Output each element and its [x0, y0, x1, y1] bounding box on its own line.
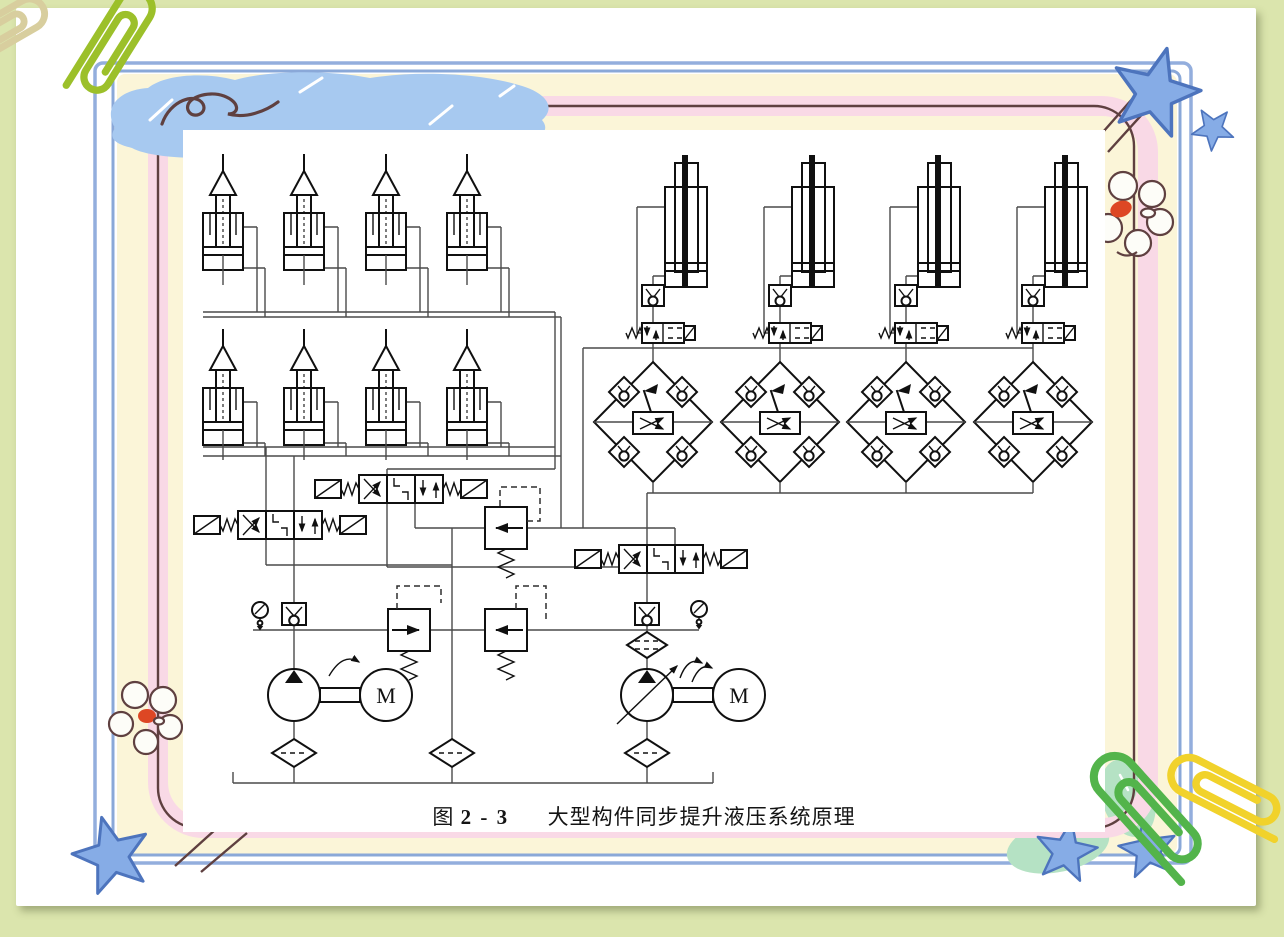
flower-right [1092, 170, 1175, 258]
lift-cylinder [446, 154, 488, 286]
relief-valve-1 [485, 486, 541, 579]
pipe-network [203, 226, 1033, 784]
lift-cylinder [283, 329, 325, 461]
relief-valve-2 [388, 585, 442, 681]
fine-filter [626, 631, 668, 659]
figure-label: 图 [432, 805, 455, 829]
check-valve-bridge [974, 362, 1092, 493]
diagram-panel: M M 图 2 - 3 大型构件同步提升液压系统原理 [183, 130, 1105, 832]
variable-pump-unit: M [616, 656, 766, 725]
relief-valve-3 [485, 585, 547, 681]
suction-filter-left [271, 738, 317, 768]
check-valve-bridge [847, 362, 965, 493]
lift-cylinder [365, 329, 407, 461]
directional-valve-c [575, 545, 747, 573]
motor-label-right: M [729, 683, 749, 708]
directional-valve-a [194, 511, 366, 539]
check-valve-left [281, 602, 307, 627]
lift-cylinder-group [202, 154, 488, 461]
lift-cylinder [365, 154, 407, 286]
directional-valve-b [315, 475, 487, 503]
return-filter-center [429, 738, 475, 768]
figure-number: 2 - 3 [460, 805, 510, 829]
lift-cylinder [446, 329, 488, 461]
telescopic-cylinder-unit [879, 155, 960, 362]
pressure-gauge-right [690, 600, 708, 631]
star-top-right-small [1184, 97, 1244, 157]
telescopic-cylinder-unit [753, 155, 834, 362]
telescopic-cylinder-group [626, 155, 1087, 362]
motor-label-left: M [376, 683, 396, 708]
lift-cylinder [202, 329, 244, 461]
blue-frame-outer [93, 61, 1193, 865]
check-bridge-group [594, 362, 1092, 493]
check-valve-bridge [594, 362, 712, 493]
suction-filter-right [624, 738, 670, 768]
telescopic-cylinder-unit [626, 155, 707, 362]
check-valve-right [634, 602, 660, 627]
figure-caption: 图 2 - 3 大型构件同步提升液压系统原理 [183, 801, 1105, 831]
figure-title: 大型构件同步提升液压系统原理 [547, 805, 856, 829]
telescopic-cylinder-unit [1006, 155, 1087, 362]
check-valve-bridge [721, 362, 839, 493]
hydraulic-schematic: M M [183, 154, 1105, 784]
fixed-pump-unit: M [267, 654, 413, 722]
pressure-gauge-left [251, 601, 269, 632]
blue-frame-inner [111, 69, 1182, 857]
lift-cylinder [283, 154, 325, 286]
lift-cylinder [202, 154, 244, 286]
flower-left [107, 680, 184, 756]
squiggle-doodle [160, 92, 280, 126]
